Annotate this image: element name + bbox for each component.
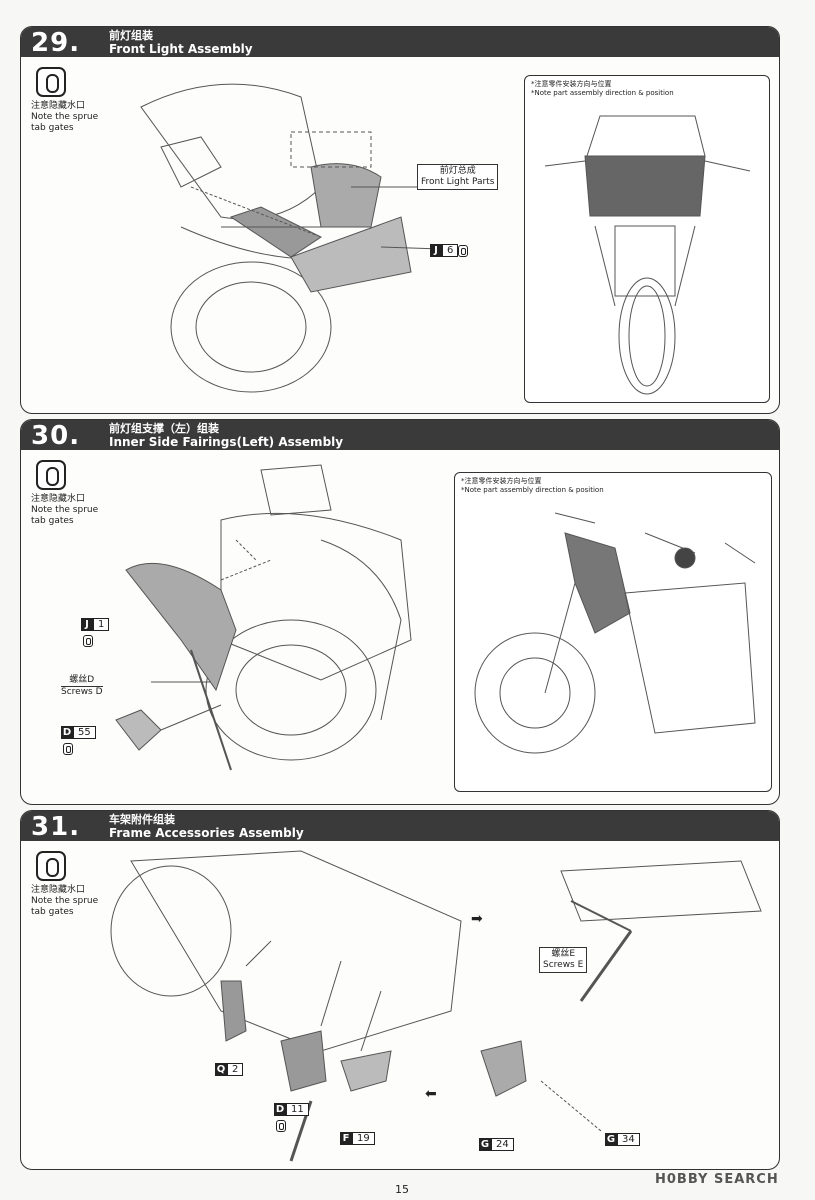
step-number: 31. (31, 812, 81, 842)
caption-cn: *注意零件安装方向与位置 (461, 477, 542, 485)
arrow-right-icon: ➡ (471, 911, 483, 927)
step-header: 31. 车架附件组装 Frame Accessories Assembly (21, 811, 779, 842)
detail-view: *注意零件安装方向与位置 *Note part assembly directi… (454, 472, 772, 792)
page-number: 15 (395, 1183, 409, 1196)
side-view-illustration (474, 512, 756, 754)
part-D11-gate (276, 1117, 286, 1136)
note-cn: 注意隐藏水口 (31, 885, 86, 895)
part-number: 6 (442, 244, 459, 257)
detail-view: *注意零件安装方向与位置 *Note part assembly directi… (524, 75, 770, 403)
note-en-1: Note the sprue (31, 505, 99, 515)
part-number: 24 (491, 1138, 514, 1151)
step-30: 30. 前灯组支撑（左）组装 Inner Side Fairings(Left)… (20, 419, 780, 805)
note-cn: 注意隐藏水口 (31, 101, 86, 111)
label-en: Screws E (543, 960, 584, 970)
note-en-2: tab gates (31, 123, 74, 133)
detail-caption: *注意零件安装方向与位置 *Note part assembly directi… (531, 80, 674, 98)
part-number: 11 (286, 1103, 309, 1116)
watermark: H0BBY SEARCH (655, 1172, 779, 1187)
step-title-cn: 车架附件组装 (109, 813, 175, 826)
frame-accessories-illustration (110, 850, 762, 1162)
part-letter: J (81, 618, 93, 631)
step-title-en: Front Light Assembly (109, 42, 253, 56)
part-letter: G (479, 1138, 491, 1151)
sprue-gate-icon (36, 851, 66, 881)
part-letter: F (340, 1132, 352, 1145)
part-J1-gate (83, 632, 93, 651)
caption-en: *Note part assembly direction & position (461, 486, 604, 494)
part-number: 55 (73, 726, 96, 739)
part-D55-gate (63, 740, 73, 759)
part-number: 2 (227, 1063, 244, 1076)
sprue-gate-icon (83, 635, 93, 647)
screws-e-label: 螺丝E Screws E (539, 947, 588, 973)
detail-caption: *注意零件安装方向与位置 *Note part assembly directi… (461, 477, 604, 495)
step-title-cn: 前灯组支撑（左）组装 (109, 422, 219, 435)
step-title-cn: 前灯组装 (109, 29, 153, 42)
arrow-left-icon: ⬅ (425, 1086, 437, 1102)
note-en-2: tab gates (31, 907, 74, 917)
sprue-gate-icon (276, 1120, 286, 1132)
caption-en: *Note part assembly direction & position (531, 89, 674, 97)
sprue-gate-icon (458, 244, 469, 257)
caption-cn: *注意零件安装方向与位置 (531, 80, 612, 88)
label-en: Screws D (61, 686, 103, 697)
step-number: 30. (31, 421, 81, 451)
sprue-gate-icon (36, 460, 66, 490)
label-en: Front Light Parts (421, 177, 495, 187)
step-title-en: Inner Side Fairings(Left) Assembly (109, 435, 344, 449)
label-cn: 前灯总成 (439, 166, 476, 176)
inner-fairing-illustration (115, 464, 412, 771)
sprue-note: 注意隐藏水口 Note the sprue tab gates (31, 67, 111, 134)
step-number: 29. (31, 28, 81, 58)
part-number: 19 (352, 1132, 375, 1145)
step-title-en: Frame Accessories Assembly (109, 826, 304, 840)
part-number: 1 (93, 618, 110, 631)
sprue-note: 注意隐藏水口 Note the sprue tab gates (31, 851, 111, 918)
note-cn: 注意隐藏水口 (31, 494, 86, 504)
part-letter: Q (215, 1063, 227, 1076)
part-letter: G (605, 1133, 617, 1146)
front-view-illustration (544, 115, 751, 395)
step-header: 29. 前灯组装 Front Light Assembly (21, 27, 779, 58)
label-cn: 螺丝E (551, 949, 575, 959)
note-en-1: Note the sprue (31, 112, 99, 122)
sprue-note: 注意隐藏水口 Note the sprue tab gates (31, 460, 111, 527)
step-31: 31. 车架附件组装 Frame Accessories Assembly 注意… (20, 810, 780, 1170)
part-letter: D (274, 1103, 286, 1116)
note-en-2: tab gates (31, 516, 74, 526)
note-en-1: Note the sprue (31, 896, 99, 906)
front-light-illustration (140, 83, 442, 393)
label-cn: 螺丝D (69, 675, 95, 685)
screws-d-label: 螺丝D Screws D (61, 675, 103, 698)
part-number: 34 (617, 1133, 640, 1146)
front-light-parts-label: 前灯总成 Front Light Parts (417, 164, 499, 190)
part-letter: J (430, 244, 442, 257)
step-header: 30. 前灯组支撑（左）组装 Inner Side Fairings(Left)… (21, 420, 779, 451)
sprue-gate-icon (63, 743, 73, 755)
step-29: 29. 前灯组装 Front Light Assembly 注意隐藏水口 Not… (20, 26, 780, 414)
part-letter: D (61, 726, 73, 739)
sprue-gate-icon (36, 67, 66, 97)
